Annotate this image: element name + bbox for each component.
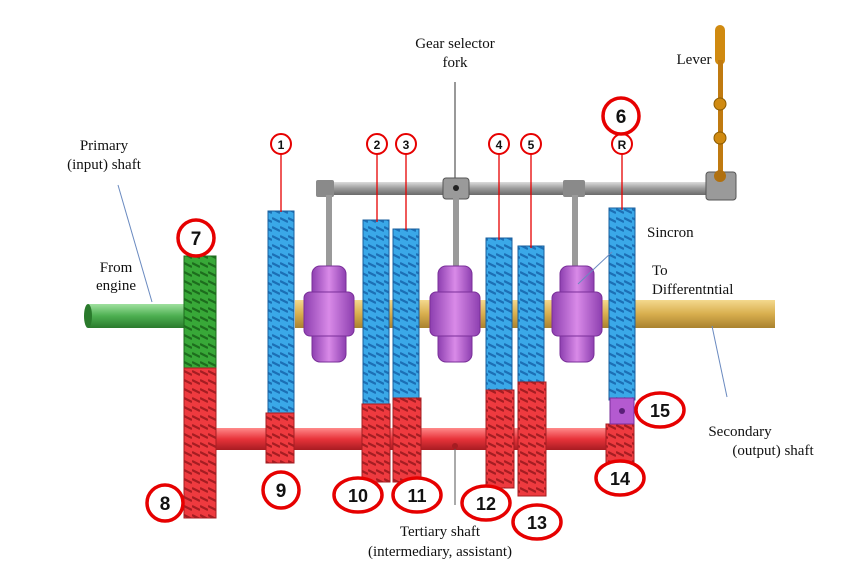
secondary-shaft-label-line2: (output) shaft	[732, 443, 814, 459]
tertiary-shaft-label-line2: (intermediary, assistant)	[368, 544, 512, 560]
primary-leader	[117, 184, 153, 303]
callout-9: 9	[261, 470, 301, 510]
svg-text:6: 6	[616, 107, 627, 128]
fork-rod-2	[453, 195, 459, 267]
callout-14: 14	[594, 459, 646, 497]
output-gear-5	[517, 245, 545, 387]
idler-center	[619, 408, 625, 414]
sincron-leader	[577, 251, 613, 285]
sincron-label: Sincron	[647, 225, 694, 241]
to-differential-label-line2: Differentntial	[652, 282, 733, 298]
svg-text:12: 12	[476, 494, 496, 514]
input-gear-7	[183, 255, 217, 369]
label-gear-4: 4	[488, 133, 510, 155]
svg-text:8: 8	[160, 494, 171, 515]
countershaft-gear-13	[517, 381, 547, 497]
from-engine-label-line1: From	[100, 260, 133, 276]
svg-text:13: 13	[527, 513, 547, 533]
callout-13: 13	[511, 503, 563, 541]
svg-text:4: 4	[496, 138, 503, 152]
callout-11: 11	[391, 476, 443, 514]
primary-input-shaft	[88, 304, 188, 328]
svg-text:1: 1	[278, 138, 285, 152]
secondary-leader	[711, 325, 728, 398]
rail-pivot	[453, 185, 459, 191]
countershaft-gear-14	[605, 423, 635, 465]
svg-text:3: 3	[403, 138, 410, 152]
primary-shaft-label-line2: (input) shaft	[67, 157, 142, 173]
svg-text:R: R	[618, 138, 627, 152]
output-gear-4	[485, 237, 513, 394]
gear-selector-label-line2: fork	[443, 55, 468, 71]
synchronizer-2	[429, 265, 481, 363]
callout-15: 15	[634, 391, 686, 429]
countershaft-gear-11	[392, 397, 422, 483]
output-gear-2	[362, 219, 390, 413]
svg-text:11: 11	[407, 486, 426, 506]
callout-7: 7	[176, 218, 216, 258]
label-gear-3: 3	[395, 133, 417, 155]
fork-rod-1	[326, 195, 332, 267]
svg-text:2: 2	[374, 138, 381, 152]
fork-rod-3	[572, 195, 578, 267]
rail-block-left	[316, 180, 334, 197]
to-differential-label-line1: To	[652, 263, 668, 279]
callout-6: 6	[601, 96, 641, 136]
output-gear-3	[392, 228, 420, 405]
output-gear-1	[267, 210, 295, 414]
selector-rail	[318, 182, 718, 195]
primary-shaft-label-line1: Primary	[80, 138, 129, 154]
tertiary-pointer-dot	[452, 443, 458, 449]
label-gear-1: 1	[270, 133, 292, 155]
lever-knob	[715, 25, 725, 65]
lever-stem	[718, 60, 723, 178]
callout-10: 10	[332, 476, 384, 514]
synchronizer-1	[303, 265, 355, 363]
gear-selector-label-line1: Gear selector	[415, 36, 495, 52]
svg-text:14: 14	[610, 469, 630, 489]
rail-block-right	[563, 180, 585, 197]
label-gear-R: R	[611, 133, 633, 155]
countershaft-gear-8	[183, 367, 217, 519]
countershaft-gear-10	[361, 403, 391, 483]
lever-ball	[714, 170, 726, 182]
label-gear-2: 2	[366, 133, 388, 155]
label-gear-5: 5	[520, 133, 542, 155]
svg-text:10: 10	[348, 486, 368, 506]
svg-text:9: 9	[276, 481, 287, 502]
output-gear-reverse	[608, 207, 636, 401]
from-engine-label-line2: engine	[96, 278, 136, 294]
secondary-shaft-label-line1: Secondary	[708, 424, 772, 440]
lever-joint-upper	[713, 97, 727, 111]
countershaft-gear-9	[265, 412, 295, 464]
svg-text:5: 5	[528, 138, 535, 152]
callout-12: 12	[460, 484, 512, 522]
callout-8: 8	[145, 483, 185, 523]
reverse-idler-15	[609, 397, 635, 425]
synchronizer-3	[551, 265, 603, 363]
countershaft-gear-12	[485, 389, 515, 489]
lever-label: Lever	[677, 52, 712, 68]
tertiary-shaft-label-line1: Tertiary shaft	[400, 524, 481, 540]
svg-text:7: 7	[191, 229, 202, 250]
lever-joint-lower	[713, 131, 727, 145]
svg-text:15: 15	[650, 401, 670, 421]
input-shaft-end	[84, 304, 92, 328]
